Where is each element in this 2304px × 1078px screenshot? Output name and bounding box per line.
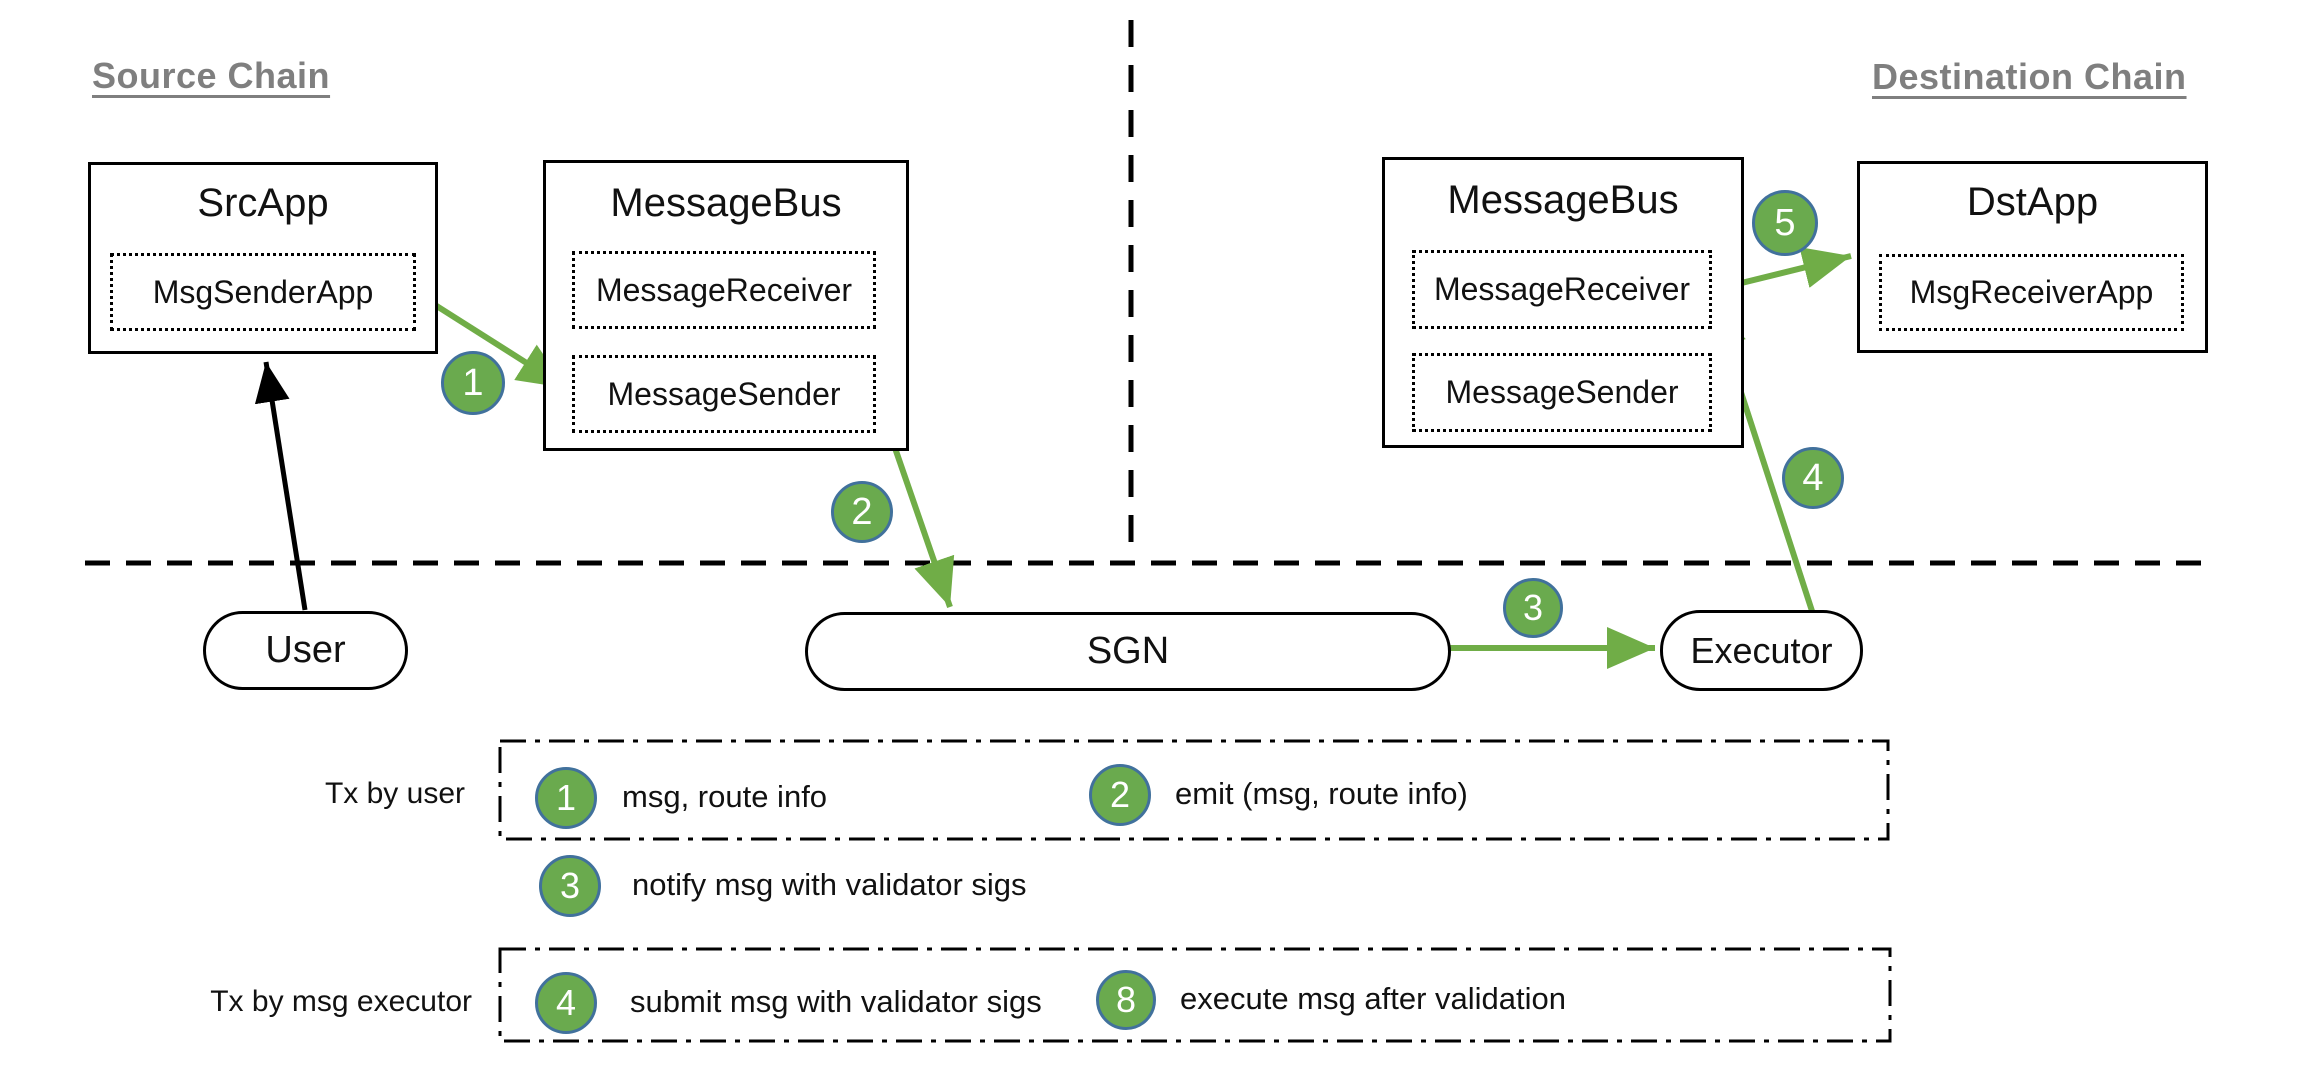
step-badge-4: 4: [1782, 447, 1844, 509]
legend-text-1: msg, route info: [622, 779, 828, 814]
legend-badge-3: 3: [539, 855, 601, 917]
user-node: User: [203, 611, 408, 690]
executor-label: Executor: [1690, 629, 1833, 671]
step-badge-5: 5: [1752, 190, 1818, 256]
message-bus-destination-title: MessageBus: [1447, 178, 1679, 222]
message-bus-destination-box: MessageBus MessageReceiver MessageSender: [1382, 157, 1744, 448]
message-bus-source-box: MessageBus MessageReceiver MessageSender: [543, 160, 909, 451]
message-sender-source-label: MessageSender: [607, 375, 841, 412]
msg-sender-app-module: MsgSenderApp: [110, 253, 416, 331]
dst-app-title: DstApp: [1966, 180, 2099, 224]
user-label: User: [265, 629, 346, 671]
step-badge-2: 2: [831, 481, 893, 543]
legend-text-4: submit msg with validator sigs: [630, 984, 1042, 1019]
message-bus-source-title: MessageBus: [610, 181, 842, 225]
msg-sender-app-label: MsgSenderApp: [152, 273, 374, 310]
step-badge-1: 1: [441, 351, 505, 415]
message-receiver-destination-label: MessageReceiver: [1433, 271, 1691, 307]
message-receiver-source-label: MessageReceiver: [595, 271, 853, 308]
legend-badge-2: 2: [1089, 764, 1151, 826]
dst-app-box: DstApp MsgReceiverApp: [1857, 161, 2208, 353]
message-sender-destination-label: MessageSender: [1445, 374, 1679, 410]
executor-node: Executor: [1660, 610, 1863, 691]
src-app-box: SrcApp MsgSenderApp: [88, 162, 438, 354]
msg-receiver-app-module: MsgReceiverApp: [1879, 254, 2184, 331]
message-receiver-destination-module: MessageReceiver: [1412, 250, 1712, 329]
source-chain-label: Source Chain: [92, 55, 331, 96]
legend-label-tx-by-executor: Tx by msg executor: [210, 985, 472, 1018]
legend-badge-1: 1: [535, 767, 597, 829]
legend-badge-8: 8: [1096, 970, 1156, 1030]
destination-chain-label: Destination Chain: [1872, 56, 2187, 97]
msg-receiver-app-label: MsgReceiverApp: [1909, 274, 2154, 310]
sgn-node: SGN: [805, 612, 1451, 691]
src-app-title: SrcApp: [197, 181, 329, 225]
sgn-label: SGN: [1086, 630, 1170, 672]
message-sender-destination-module: MessageSender: [1412, 353, 1712, 432]
legend-badge-4: 4: [535, 972, 597, 1034]
message-sender-source-module: MessageSender: [572, 355, 876, 433]
step-badge-3: 3: [1503, 578, 1563, 638]
message-receiver-source-module: MessageReceiver: [572, 251, 876, 329]
legend-label-tx-by-user: Tx by user: [324, 777, 465, 810]
arrow-user-to-srcapp: [254, 361, 308, 611]
legend-text-2: emit (msg, route info): [1175, 776, 1468, 811]
legend-text-3: notify msg with validator sigs: [632, 867, 1027, 902]
legend-text-8: execute msg after validation: [1180, 981, 1566, 1016]
